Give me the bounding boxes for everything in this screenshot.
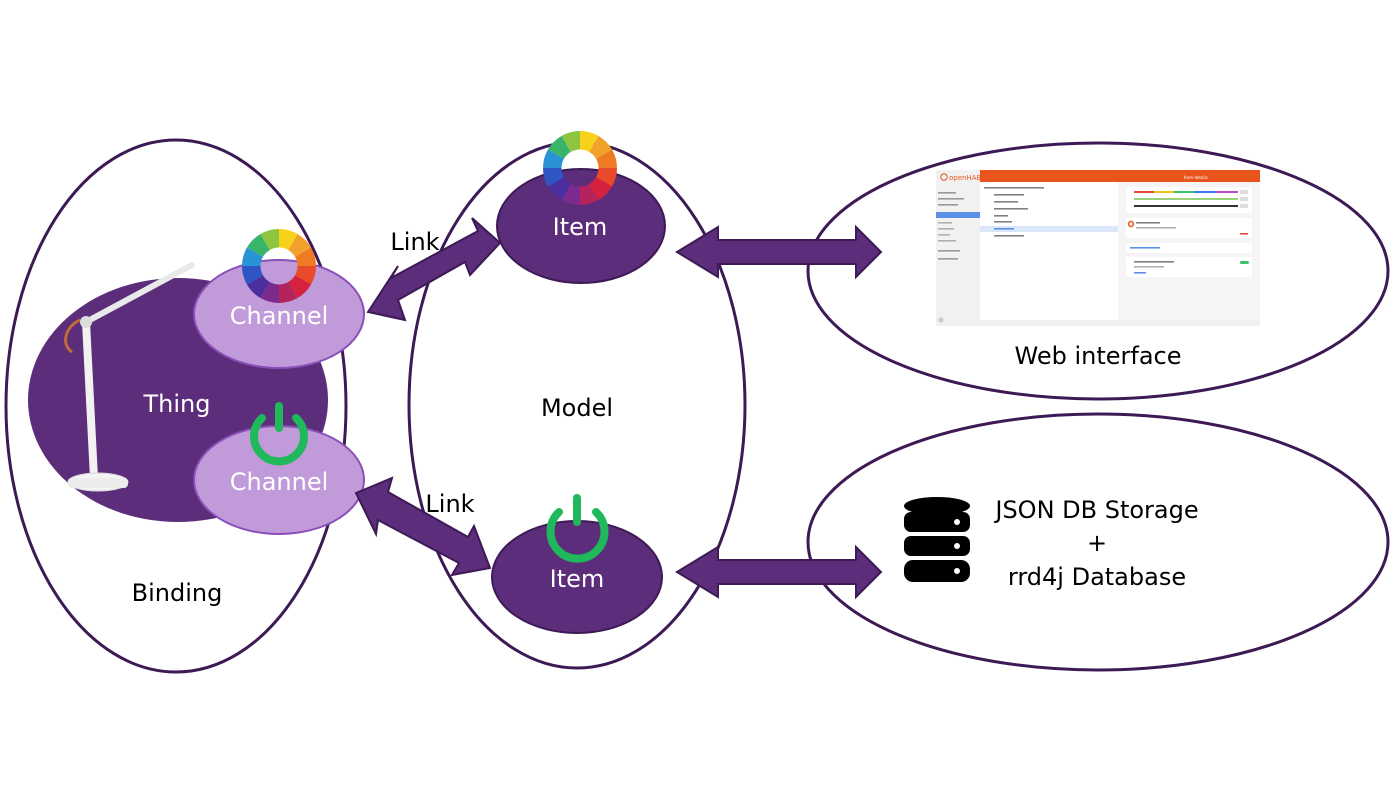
item-power-label: Item: [550, 565, 605, 593]
storage-line-2: +: [1087, 529, 1107, 557]
power-icon: [250, 402, 308, 466]
storage-line-3: rrd4j Database: [1008, 563, 1186, 591]
power-icon: [546, 494, 609, 563]
binding-label: Binding: [132, 579, 223, 607]
color-wheel-segment: [246, 233, 270, 257]
color-wheel-segment: [547, 177, 571, 201]
color-wheel-segment: [589, 177, 613, 201]
color-wheel-segment: [242, 247, 263, 266]
link-arrow-bottom: [354, 476, 492, 577]
link-arrow-top: [366, 217, 502, 322]
color-wheel-segment: [279, 282, 298, 303]
storage-line-1: JSON DB Storage: [993, 496, 1198, 524]
color-wheel-segment: [561, 131, 580, 152]
color-wheel-segment: [260, 229, 279, 250]
color-wheel-segment: [260, 282, 279, 303]
web-panel-title: Item details: [1184, 175, 1208, 180]
color-wheel-icon: [543, 131, 617, 205]
color-wheel-segment: [242, 266, 263, 285]
color-wheel-segment: [543, 168, 564, 187]
web-arrow: [675, 224, 883, 280]
color-wheel-segment: [288, 275, 312, 299]
openhab-logo: openHAB: [949, 174, 982, 182]
item-color-shape: [496, 168, 666, 284]
color-wheel-segment: [246, 275, 270, 299]
storage-arrow: [675, 544, 883, 600]
color-wheel-segment: [288, 233, 312, 257]
color-wheel-segment: [561, 184, 580, 205]
item-color-label: Item: [553, 213, 608, 241]
color-wheel-segment: [580, 184, 599, 205]
color-wheel-segment: [295, 247, 316, 266]
color-wheel-segment: [580, 131, 599, 152]
link-label-top: Link: [390, 228, 439, 256]
color-wheel-segment: [279, 229, 298, 250]
channel-color-shape: [193, 259, 365, 369]
database-icon: [904, 497, 970, 582]
storage-ellipse: [806, 412, 1390, 672]
thing-label: Thing: [143, 390, 211, 418]
color-wheel-segment: [295, 266, 316, 285]
channel-color-label: Channel: [230, 302, 329, 330]
color-wheel-icon: [242, 229, 316, 303]
color-wheel-segment: [589, 135, 613, 159]
link-label-bottom: Link: [425, 490, 474, 518]
color-wheel-segment: [547, 135, 571, 159]
color-wheel-segment: [543, 149, 564, 168]
color-wheel-segment: [596, 149, 617, 168]
web-ui-screenshot: Item details openHAB: [936, 170, 1260, 326]
desk-lamp-image: [64, 262, 195, 492]
channel-power-label: Channel: [230, 468, 329, 496]
model-label: Model: [541, 394, 613, 422]
web-interface-label: Web interface: [1015, 342, 1182, 370]
color-wheel-segment: [596, 168, 617, 187]
